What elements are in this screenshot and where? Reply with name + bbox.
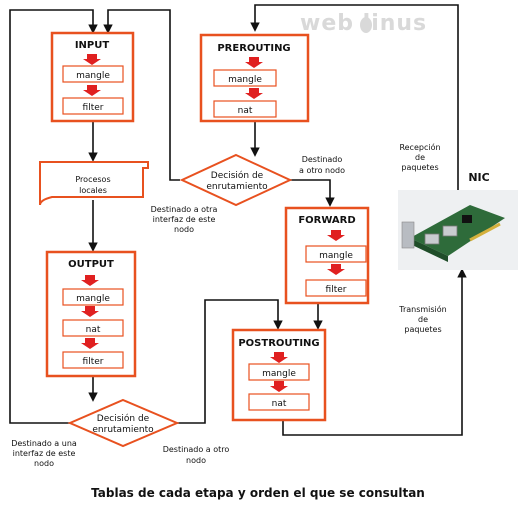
red-arrow-icon [81, 306, 99, 317]
chain-forward-title: FORWARD [298, 215, 355, 226]
label-dest-other-bottom: Destinado a otro nodo [163, 445, 230, 465]
decision-top-line-2: enrutamiento [206, 182, 268, 192]
table-prerouting-mangle: mangle [228, 75, 262, 85]
red-arrow-icon [83, 54, 101, 65]
chain-postrouting: POSTROUTING mangle nat [231, 328, 327, 422]
local-processes-line-2: locales [79, 186, 107, 195]
table-output-filter: filter [83, 357, 104, 367]
red-arrow-icon [81, 338, 99, 349]
label-text: nodo [186, 456, 206, 465]
local-processes-line-1: Procesos [75, 175, 110, 184]
nic-label: NIC [468, 171, 489, 184]
table-input-filter: filter [83, 103, 104, 113]
decision-bottom-line-1: Decisión de [97, 413, 150, 424]
tux-icon [360, 17, 372, 33]
label-text: nodo [174, 225, 194, 234]
line-postrouting-to-nic [282, 268, 467, 436]
red-arrow-icon [327, 264, 345, 275]
flow-lines [9, 4, 467, 436]
label-dest-local-other: Destinado a otra interfaz de este nodo [151, 205, 218, 234]
label-text: paquetes [401, 163, 438, 172]
line-decision-to-input-2 [103, 9, 180, 181]
line-nic-to-prerouting [250, 4, 459, 190]
table-input-mangle: mangle [76, 71, 110, 81]
label-text: de [418, 315, 428, 324]
label-text: interfaz de este [153, 215, 216, 224]
label-dest-other-top: Destinado a otro nodo [299, 155, 345, 175]
label-text: Destinado a una [11, 439, 77, 448]
label-transmission: Transmisión de paquetes [398, 304, 447, 334]
chain-output: OUTPUT mangle nat filter [45, 250, 137, 378]
red-arrow-icon [270, 381, 288, 392]
red-arrow-icon [270, 352, 288, 363]
chain-input-title: INPUT [75, 40, 110, 51]
label-reception: Recepción de paquetes [399, 142, 440, 172]
table-forward-mangle: mangle [319, 251, 353, 261]
chain-output-title: OUTPUT [68, 259, 114, 270]
decision-top-line-1: Decisión de [211, 170, 264, 181]
label-text: a otro nodo [299, 166, 345, 175]
red-arrow-icon [327, 230, 345, 241]
chain-input: INPUT mangle filter [50, 31, 135, 123]
label-text: Recepción [399, 142, 440, 152]
label-text: Transmisión [398, 304, 447, 314]
table-postrouting-mangle: mangle [262, 369, 296, 379]
decision-top: Decisión de enrutamiento [179, 153, 293, 207]
line-decision-to-input [9, 9, 98, 424]
local-processes-box: Procesos locales [39, 161, 149, 206]
table-output-nat: nat [86, 325, 101, 335]
label-text: Destinado [302, 155, 343, 164]
label-text: Destinado a otra [151, 205, 218, 214]
red-arrow-icon [83, 85, 101, 96]
label-text: interfaz de este [13, 449, 76, 458]
label-text: de [415, 153, 425, 162]
label-text: paquetes [404, 325, 441, 334]
decision-bottom-line-2: enrutamiento [92, 425, 154, 435]
red-arrow-icon [245, 88, 263, 99]
line-decision-to-postrouting [177, 299, 283, 424]
chain-forward: FORWARD mangle filter [284, 206, 370, 305]
table-output-mangle: mangle [76, 294, 110, 304]
table-prerouting-nat: nat [238, 106, 253, 116]
network-card-icon [398, 190, 518, 270]
table-postrouting-nat: nat [272, 399, 287, 409]
red-arrow-icon [81, 275, 99, 286]
chain-prerouting: PREROUTING mangle nat [199, 33, 310, 123]
line-decision-to-forward [290, 179, 335, 207]
decision-bottom: Decisión de enrutamiento [67, 398, 180, 448]
label-text: nodo [34, 459, 54, 468]
table-forward-filter: filter [326, 285, 347, 295]
red-arrow-icon [245, 57, 263, 68]
chain-prerouting-title: PREROUTING [217, 43, 290, 54]
label-text: Destinado a otro [163, 445, 230, 454]
label-dest-local-bottom: Destinado a una interfaz de este nodo [11, 439, 77, 468]
figure-caption: Tablas de cada etapa y orden el que se c… [91, 486, 425, 500]
chain-postrouting-title: POSTROUTING [238, 338, 319, 349]
